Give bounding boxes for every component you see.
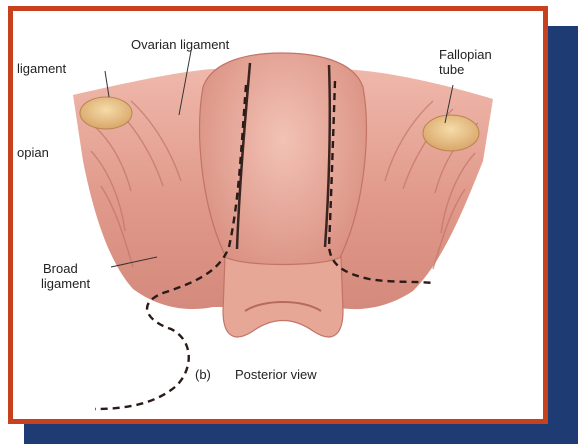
label-ligament-left: ligament (17, 61, 66, 76)
label-ovarian-ligament: Ovarian ligament (131, 37, 229, 52)
label-broad-line2: ligament (41, 276, 90, 291)
cervix (223, 257, 343, 337)
label-fallopian-line2: tube (439, 62, 464, 77)
figure-caption-marker: (b) (195, 367, 211, 382)
label-fallopian-line1: Fallopian (439, 47, 492, 62)
label-broad-line1: Broad (43, 261, 78, 276)
label-opian-left: opian (17, 145, 49, 160)
figure-frame: ligament Ovarian ligament Fallopian tube… (8, 6, 548, 424)
right-ovary (423, 115, 479, 151)
left-ovary (80, 97, 132, 129)
figure-caption-text: Posterior view (235, 367, 317, 382)
